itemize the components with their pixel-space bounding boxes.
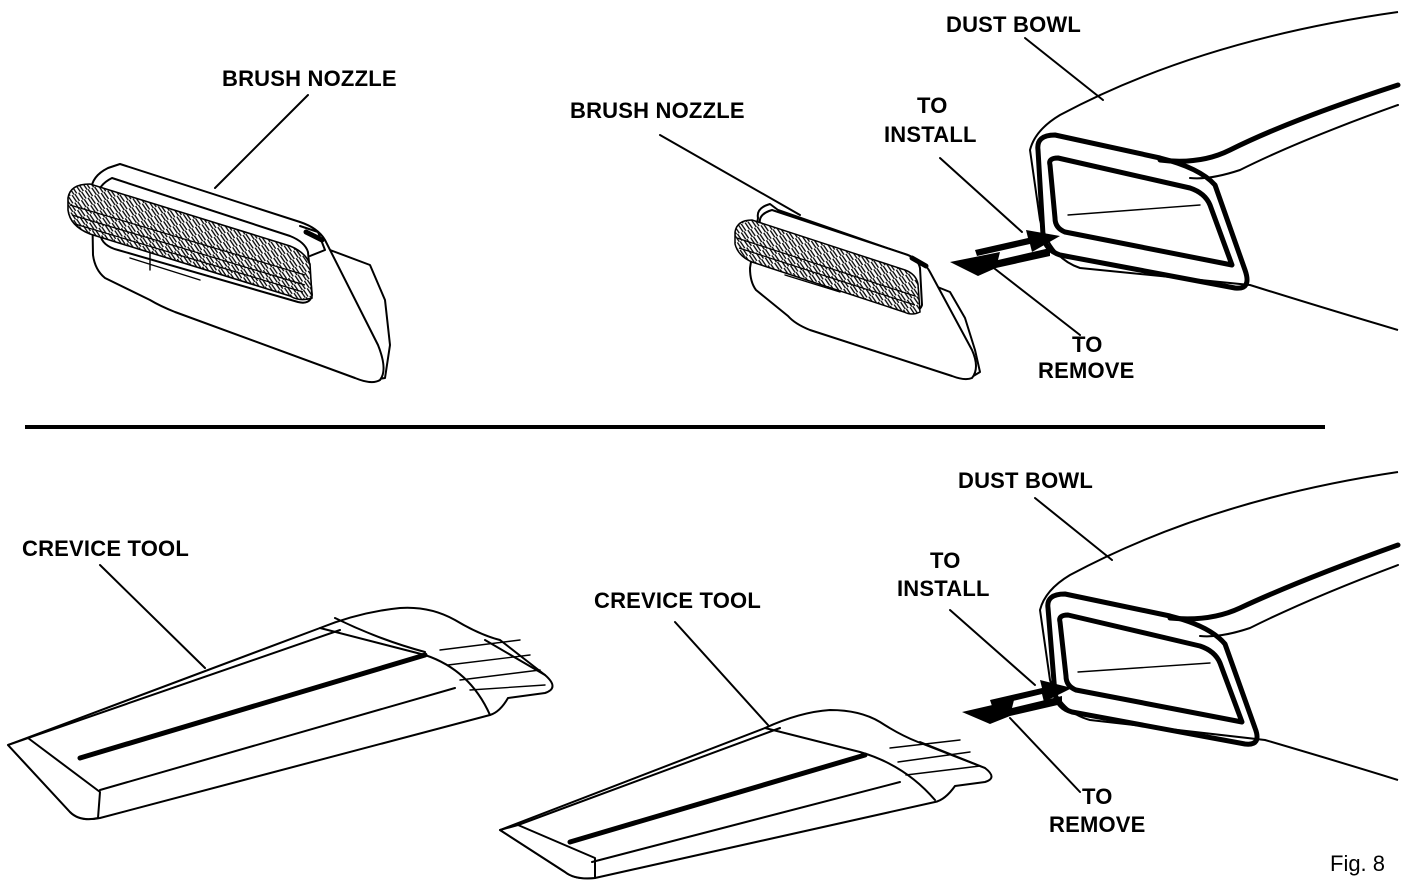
to-remove-line2-top: REMOVE xyxy=(1038,358,1135,383)
dust-bowl-top-drawing xyxy=(1029,11,1401,331)
to-install-line2-bottom: INSTALL xyxy=(897,576,990,601)
dust-bowl-bottom-drawing xyxy=(1039,471,1401,781)
to-install-line1-top: TO xyxy=(917,93,948,118)
brush-nozzle-label-mid: BRUSH NOZZLE xyxy=(570,98,745,123)
dust-bowl-label-bottom: DUST BOWL xyxy=(958,468,1093,493)
install-remove-arrows-bottom xyxy=(962,680,1072,724)
crevice-tool-large-drawing xyxy=(7,606,554,821)
to-remove-line1-top: TO xyxy=(1072,332,1103,357)
to-install-line2-top: INSTALL xyxy=(884,122,977,147)
brush-nozzle-small-drawing xyxy=(734,203,981,381)
figure-number: Fig. 8 xyxy=(1330,851,1385,876)
top-panel: BRUSH NOZZLE BRUSH NOZZLE DUST BOWL TO I… xyxy=(67,11,1401,384)
crevice-tool-label-mid: CREVICE TOOL xyxy=(594,588,761,613)
leader-lines-bottom xyxy=(99,497,1113,793)
dust-bowl-label-top: DUST BOWL xyxy=(946,12,1081,37)
install-remove-arrows-top xyxy=(950,230,1060,276)
to-remove-line1-bottom: TO xyxy=(1082,784,1113,809)
to-remove-line2-bottom: REMOVE xyxy=(1049,812,1146,837)
crevice-tool-label-left: CREVICE TOOL xyxy=(22,536,189,561)
leader-lines-top xyxy=(214,37,1104,336)
bottom-panel: CREVICE TOOL CREVICE TOOL DUST BOWL TO I… xyxy=(7,468,1401,880)
crevice-tool-small-drawing xyxy=(499,709,993,880)
brush-nozzle-label-left: BRUSH NOZZLE xyxy=(222,66,397,91)
to-install-line1-bottom: TO xyxy=(930,548,961,573)
brush-nozzle-large-drawing xyxy=(67,163,391,384)
